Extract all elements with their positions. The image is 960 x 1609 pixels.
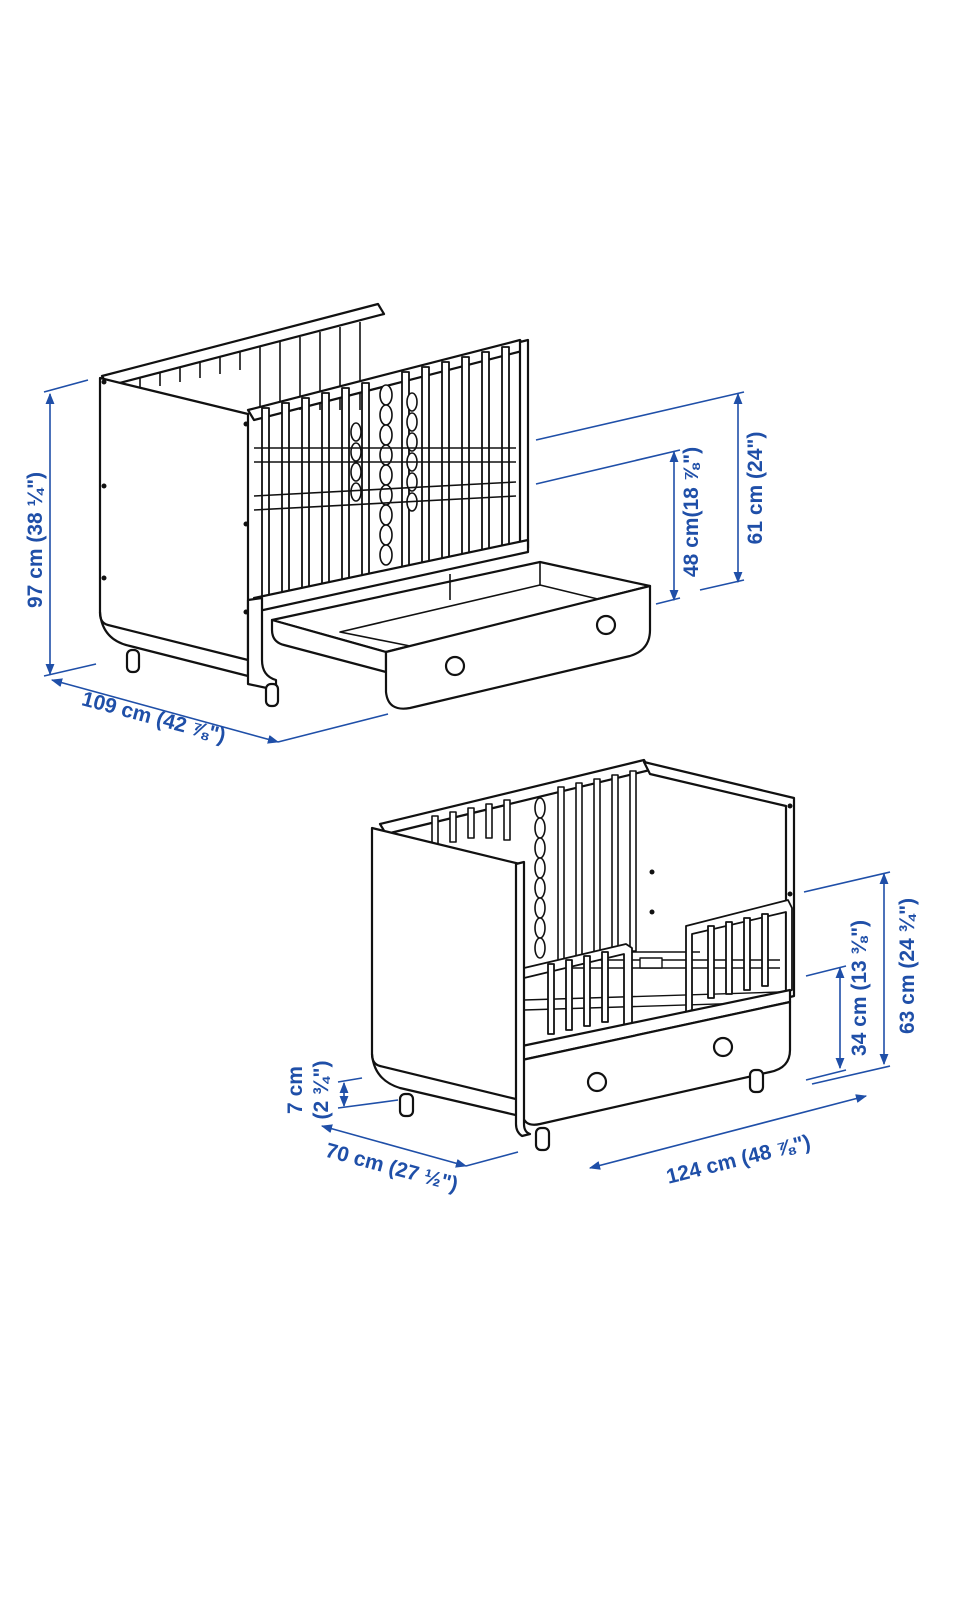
bed-leg [748, 1068, 765, 1094]
crib-drawer [270, 560, 652, 710]
crib-height-label: 97 cm (38 ¼") [24, 472, 47, 608]
bed-leg-label-in: (2 ¾") [310, 1061, 333, 1120]
drawer-knob-icon [595, 614, 617, 636]
bed-front-post [514, 860, 532, 1138]
bed-height-label: 63 cm (24 ¾") [896, 898, 919, 1034]
drawer-knob-icon [444, 655, 466, 677]
bed-bead-slat [534, 797, 546, 959]
bed-left-panel [370, 826, 522, 1102]
bed-right-panel [642, 760, 796, 1000]
bed-front-guard [523, 899, 793, 1035]
bed-length-label: 124 cm (48 ⅞") [664, 1131, 813, 1189]
crib-front-right-panel [246, 596, 278, 692]
bed-leg-label-cm: 7 cm [284, 1066, 307, 1114]
crib-dimensions [43, 379, 745, 744]
crib-back-rail [100, 302, 386, 388]
drawer-knob-icon [712, 1036, 734, 1058]
crib-mattress-label: 48 cm(18 ⅞") [680, 447, 703, 577]
toddler-bed-illustration [370, 758, 796, 1152]
bed-back-rail [378, 758, 652, 836]
bed-leg [534, 1126, 551, 1152]
bed-rail-label: 34 cm (13 ⅜") [848, 920, 871, 1056]
bed-dimensions [320, 871, 891, 1170]
bed-leg [398, 1092, 415, 1118]
crib-width-label: 109 cm (42 ⅞") [79, 687, 228, 747]
crib-left-panel [98, 376, 250, 662]
bed-base-clip [639, 957, 663, 969]
crib-leg [264, 682, 280, 708]
bed-depth-label: 70 cm (27 ½") [323, 1139, 460, 1196]
crib-front-post [518, 338, 530, 552]
crib-illustration [98, 302, 652, 710]
drawer-knob-icon [586, 1071, 608, 1093]
crib-side-height-label: 61 cm (24") [744, 432, 767, 545]
crib-mattress-base [253, 447, 517, 511]
crib-leg [125, 648, 141, 674]
